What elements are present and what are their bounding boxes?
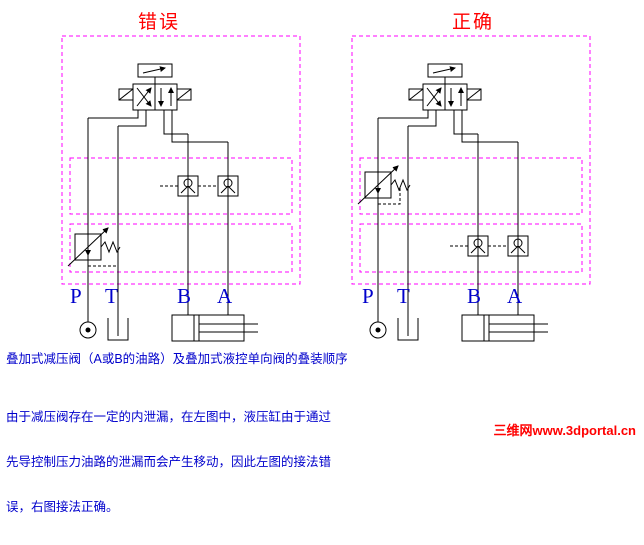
port-label-a-right: A xyxy=(507,284,523,308)
reducing-valve-symbol xyxy=(357,165,411,205)
port-label-a-left: A xyxy=(217,284,233,308)
cylinder-symbol xyxy=(171,314,258,342)
reducing-valve-symbol xyxy=(67,227,121,267)
pressure-source-symbol xyxy=(79,321,97,339)
tank-symbol xyxy=(397,318,419,341)
explanation-text: 由于减压阀存在一定的内泄漏，在左图中，液压缸由于通过 先导控制压力油路的泄漏而会… xyxy=(6,380,331,545)
directional-valve-symbol xyxy=(118,63,192,111)
pilot-check-valve-a xyxy=(217,175,239,197)
hydraulic-tutorial-page: 错误 正确 P T B A P T B A 叠加式减压阀（A或B的油路）及叠加式… xyxy=(6,12,636,514)
circuit-diagrams xyxy=(61,35,591,342)
explanation-line-1: 由于减压阀存在一定的内泄漏，在左图中，液压缸由于通过 xyxy=(6,410,332,424)
pressure-source-symbol xyxy=(369,321,387,339)
right-stack-outline xyxy=(351,35,591,285)
label-correct: 正确 xyxy=(452,12,495,33)
left-stack-outline xyxy=(61,35,301,285)
port-label-p-right: P xyxy=(362,284,374,308)
cylinder-symbol xyxy=(461,314,548,342)
port-label-t-left: T xyxy=(105,284,118,308)
pilot-check-valve-a xyxy=(507,235,529,257)
port-label-b-right: B xyxy=(467,284,482,308)
explanation-line-3: 误，右图接法正确。 xyxy=(6,500,119,514)
right-reducing-valve-layer xyxy=(359,157,583,215)
caption-stacking-order: 叠加式减压阀（A或B的油路）及叠加式液控单向阀的叠装顺序 xyxy=(6,352,348,366)
directional-valve-symbol xyxy=(408,63,482,111)
port-label-b-left: B xyxy=(177,284,192,308)
left-check-valve-layer xyxy=(69,157,293,215)
port-label-t-right: T xyxy=(397,284,410,308)
left-reducing-valve-layer xyxy=(69,223,293,273)
port-label-p-left: P xyxy=(70,284,82,308)
label-wrong: 错误 xyxy=(138,12,181,33)
right-circuit xyxy=(351,35,591,342)
tank-symbol xyxy=(107,318,129,341)
explanation-line-2: 先导控制压力油路的泄漏而会产生移动，因此左图的接法错 xyxy=(6,455,332,469)
left-circuit xyxy=(61,35,301,342)
right-check-valve-layer xyxy=(359,223,583,273)
site-watermark: 三维网www.3dportal.cn xyxy=(493,423,636,438)
